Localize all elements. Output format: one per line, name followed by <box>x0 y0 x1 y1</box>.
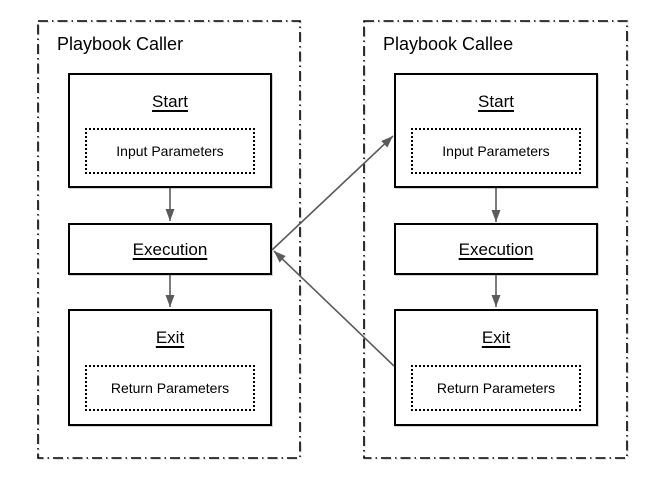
container-title-caller: Playbook Caller <box>57 34 184 54</box>
caller-input-parameters-box: Input Parameters <box>85 128 255 174</box>
node-caller-exit-label: Exit <box>155 328 185 347</box>
node-caller-execution-label: Execution <box>132 239 208 259</box>
node-callee-exit: Exit Return Parameters <box>394 309 598 426</box>
node-callee-execution-label: Execution <box>458 239 534 259</box>
node-callee-start-label: Start <box>478 92 514 111</box>
node-caller-start: Start Input Parameters <box>68 73 272 188</box>
node-caller-execution: Execution <box>68 223 272 275</box>
callee-return-parameters-box: Return Parameters <box>411 365 581 411</box>
caller-return-parameters-box: Return Parameters <box>85 365 255 411</box>
node-caller-start-label: Start <box>152 92 188 111</box>
container-title-callee: Playbook Callee <box>383 34 514 54</box>
node-caller-exit: Exit Return Parameters <box>68 309 272 426</box>
node-callee-exit-label: Exit <box>481 328 511 347</box>
node-callee-start: Start Input Parameters <box>394 73 598 188</box>
callee-return-parameters-label: Return Parameters <box>436 380 556 396</box>
node-callee-execution: Execution <box>394 223 598 275</box>
caller-input-parameters-label: Input Parameters <box>116 143 224 159</box>
callee-input-parameters-label: Input Parameters <box>442 143 550 159</box>
callee-input-parameters-box: Input Parameters <box>411 128 581 174</box>
caller-return-parameters-label: Return Parameters <box>110 380 230 396</box>
